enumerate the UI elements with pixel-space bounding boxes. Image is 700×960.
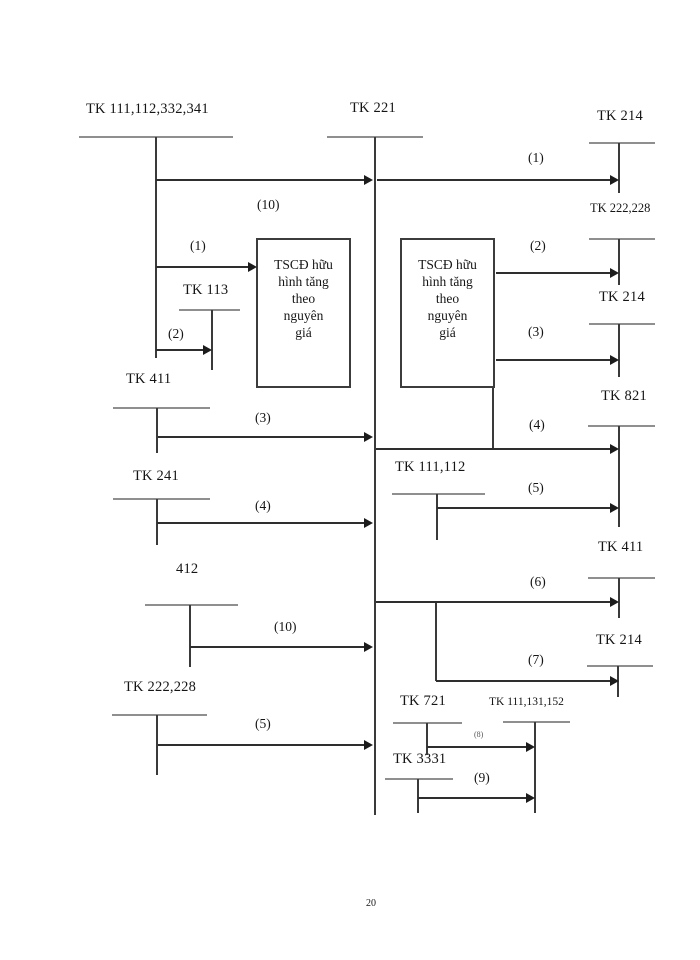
flow-label-3-left: (3) <box>255 410 271 425</box>
flow-label-7-right: (7) <box>528 652 544 667</box>
flow-line-8-right <box>427 746 527 748</box>
account-label-tk-241: TK 241 <box>133 468 179 484</box>
flow-line-1-left <box>156 266 249 268</box>
arrowhead-3-right <box>610 355 619 365</box>
connector-right-box-drop <box>492 388 494 449</box>
taccount-tk-111-112-mid-top <box>392 493 485 495</box>
arrowhead-2-left <box>203 345 212 355</box>
account-label-412: 412 <box>176 561 199 577</box>
taccount-tk-214-mid-stem <box>618 324 620 377</box>
flow-label-5-left: (5) <box>255 716 271 731</box>
flow-line-3-left <box>158 436 365 438</box>
taccount-412-top <box>145 604 238 606</box>
flow-label-3-right: (3) <box>528 324 544 339</box>
flow-label-10-bottom-left: (10) <box>274 619 297 634</box>
arrowhead-7-right <box>610 676 619 686</box>
taccount-tk-111-131-152-stem <box>534 722 536 813</box>
flow-line-4-right <box>376 448 611 450</box>
flow-label-4-right: (4) <box>529 417 545 432</box>
account-label-tk-411-right: TK 411 <box>598 539 644 555</box>
account-label-tk-222-228-left: TK 222,228 <box>124 679 197 695</box>
arrowhead-into-tk221-top <box>364 175 373 185</box>
account-label-tk-721: TK 721 <box>400 693 446 709</box>
arrowhead-5-left <box>364 740 373 750</box>
taccount-tk-214-bottom-top <box>587 665 653 667</box>
account-label-tk-214-mid: TK 214 <box>599 289 645 305</box>
arrowhead-4-right <box>610 444 619 454</box>
note-box-right: TSCĐ hữu hình tăng theo nguyên giá <box>400 238 495 388</box>
arrowhead-5-right <box>610 503 619 513</box>
taccount-tk-214-top-top <box>589 142 655 144</box>
taccount-tk-111-112-332-341-stem <box>155 137 157 358</box>
arrowhead-2-right <box>610 268 619 278</box>
arrowhead-3-left <box>364 432 373 442</box>
note-box-left: TSCĐ hữu hình tăng theo nguyên giá <box>256 238 351 388</box>
flow-line-5-left <box>158 744 365 746</box>
taccount-tk-113-top <box>179 309 240 311</box>
page-number: 20 <box>366 898 376 909</box>
flow-label-9-right: (9) <box>474 770 490 785</box>
taccount-tk-821-stem <box>618 426 620 527</box>
account-label-tk-411-left: TK 411 <box>126 371 172 387</box>
flow-line-3-right <box>496 359 611 361</box>
flow-line-10-bottom-left <box>190 646 365 648</box>
taccount-tk-222-228-right-stem <box>618 239 620 285</box>
taccount-tk-3331-stem <box>417 779 419 813</box>
flow-label-8-right: (8) <box>474 730 484 739</box>
flow-line-into-tk221-top <box>156 179 365 181</box>
arrowhead-4-left <box>364 518 373 528</box>
account-label-tk-222-228-right: TK 222,228 <box>590 201 651 215</box>
taccount-tk-113-stem <box>211 310 213 370</box>
flow-line-9-right <box>418 797 527 799</box>
taccount-tk-214-top-stem <box>618 143 620 193</box>
flow-label-1-left: (1) <box>190 238 206 253</box>
flow-label-10-top: (10) <box>257 197 280 212</box>
arrowhead-9-right <box>526 793 535 803</box>
arrowhead-1-left <box>248 262 257 272</box>
taccount-tk-821-top <box>588 425 655 427</box>
flow-label-1-right: (1) <box>528 150 544 165</box>
flow-line-4-left <box>157 522 365 524</box>
account-label-tk-821: TK 821 <box>601 388 647 404</box>
flow-line-6-right <box>376 601 611 603</box>
arrowhead-6-right <box>610 597 619 607</box>
flow-label-2-right: (2) <box>530 238 546 253</box>
taccount-tk-241-top <box>113 498 210 500</box>
taccount-tk-222-228-right-top <box>589 238 655 240</box>
arrowhead-8-right <box>526 742 535 752</box>
arrowhead-10-bottom-left <box>364 642 373 652</box>
flow-label-6-right: (6) <box>530 574 546 589</box>
account-label-tk-111-131-152: TK 111,131,152 <box>489 696 564 708</box>
taccount-tk-222-228-left-stem <box>156 715 158 775</box>
taccount-tk-221-stem <box>374 137 376 815</box>
taccount-tk-411-right-stem <box>618 578 620 618</box>
flow-line-2-right <box>496 272 611 274</box>
arrowhead-1-right <box>610 175 619 185</box>
account-label-tk-111-112-332-341: TK 111,112,332,341 <box>86 101 209 117</box>
account-label-tk-214-top: TK 214 <box>597 108 643 124</box>
account-label-tk-221: TK 221 <box>350 100 396 116</box>
flow-line-5-right <box>437 507 611 509</box>
account-label-tk-111-112-mid: TK 111,112 <box>395 459 466 475</box>
flow-line-7-right <box>436 680 611 682</box>
flow-line-1-right <box>377 179 611 181</box>
taccount-tk-111-131-152-top <box>503 721 570 723</box>
taccount-tk-721-stem <box>426 723 428 755</box>
taccount-tk-222-228-left-top <box>112 714 207 716</box>
taccount-tk-3331-top <box>385 778 453 780</box>
taccount-412-stem <box>189 605 191 667</box>
flow-line-2-left <box>156 349 204 351</box>
flow-label-4-left: (4) <box>255 498 271 513</box>
account-label-tk-3331: TK 3331 <box>393 751 447 767</box>
taccount-tk-411-left-top <box>113 407 210 409</box>
account-label-tk-214-bottom: TK 214 <box>596 632 642 648</box>
taccount-tk-411-left-stem <box>156 408 158 453</box>
flow-label-5-right: (5) <box>528 480 544 495</box>
connector-flow7-drop <box>435 602 437 681</box>
taccount-tk-111-112-mid-stem <box>436 494 438 540</box>
flow-label-2-left: (2) <box>168 326 184 341</box>
taccount-tk-214-mid-top <box>589 323 655 325</box>
account-label-tk-113: TK 113 <box>183 282 229 298</box>
taccount-tk-411-right-top <box>588 577 655 579</box>
